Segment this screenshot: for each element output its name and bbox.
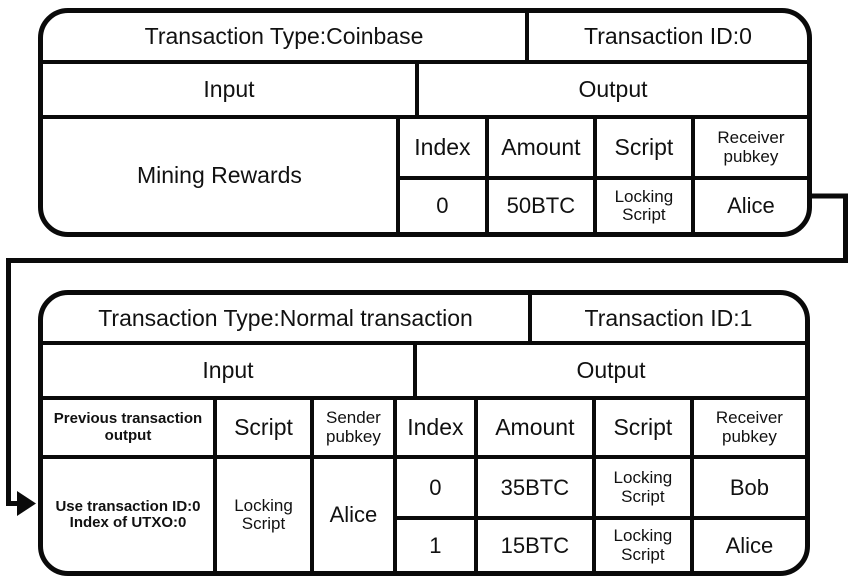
coinbase-io-row: Input Output <box>43 60 807 115</box>
normal-output-header: Output <box>413 345 805 396</box>
coinbase-output-header: Output <box>415 64 807 115</box>
normal-output1-script: Locking Script <box>591 516 690 571</box>
normal-header-row: Transaction Type:Normal transaction Tran… <box>43 295 805 341</box>
normal-type-label: Transaction Type:Normal transaction <box>98 304 473 331</box>
coinbase-col-amount: Amount <box>484 119 593 176</box>
coinbase-col-script: Script <box>592 119 691 176</box>
normal-io-row: Input Output <box>43 341 805 396</box>
normal-output1-amount: 15BTC <box>473 516 592 571</box>
coinbase-body-row: Mining Rewards Index Amount Script Recei… <box>43 115 807 232</box>
coinbase-transaction-box: Transaction Type:Coinbase Transaction ID… <box>38 8 812 237</box>
use-transaction-id-line: Use transaction ID:0 <box>55 497 201 515</box>
normal-input-header: Input <box>202 357 254 384</box>
normal-output0-receiver: Bob <box>689 455 805 516</box>
normal-body-row: Previous transaction output Script Sende… <box>43 396 805 571</box>
coinbase-output0-receiver: Alice <box>690 176 807 232</box>
normal-output1-index: 1 <box>396 516 474 571</box>
normal-output1-receiver: Alice <box>689 516 805 571</box>
coinbase-output-grid: Index Amount Script Receiver pubkey 0 50… <box>395 119 807 232</box>
coinbase-output0-amount: 50BTC <box>484 176 593 232</box>
coinbase-output0-index: 0 <box>399 176 485 232</box>
coinbase-id-label: Transaction ID:0 <box>525 13 807 60</box>
normal-col-script: Script <box>591 400 690 455</box>
coinbase-type-label: Transaction Type:Coinbase <box>144 23 424 50</box>
mining-rewards-cell: Mining Rewards <box>137 162 302 189</box>
normal-col-receiver-pubkey: Receiver pubkey <box>689 400 805 455</box>
normal-input-previous-output-cell: Use transaction ID:0 Index of UTXO:0 <box>43 455 213 571</box>
coinbase-col-index: Index <box>414 134 471 161</box>
normal-col-index: Index <box>407 414 464 441</box>
normal-transaction-box: Transaction Type:Normal transaction Tran… <box>38 290 810 576</box>
normal-output0-amount: 35BTC <box>473 455 592 516</box>
normal-col-input-script: Script <box>213 400 310 455</box>
normal-col-amount: Amount <box>473 400 592 455</box>
normal-input-sender-value: Alice <box>310 455 393 571</box>
normal-input-script-value: Locking Script <box>213 455 310 571</box>
index-of-utxo-line: Index of UTXO:0 <box>69 514 187 531</box>
normal-id-label: Transaction ID:1 <box>528 295 805 341</box>
coinbase-header-row: Transaction Type:Coinbase Transaction ID… <box>43 13 807 60</box>
normal-output-grid: Index Amount Script Receiver pubkey 0 35… <box>392 400 805 571</box>
arrow-head-icon <box>17 491 36 516</box>
normal-input-grid: Previous transaction output Script Sende… <box>43 400 393 571</box>
normal-output0-script: Locking Script <box>591 455 690 516</box>
coinbase-input-header: Input <box>203 76 255 103</box>
coinbase-output0-script: Locking Script <box>592 176 691 232</box>
normal-output0-index: 0 <box>396 455 474 516</box>
coinbase-col-receiver-pubkey: Receiver pubkey <box>690 119 807 176</box>
normal-col-previous-output: Previous transaction output <box>53 410 203 444</box>
normal-col-sender-pubkey: Sender pubkey <box>310 400 393 455</box>
